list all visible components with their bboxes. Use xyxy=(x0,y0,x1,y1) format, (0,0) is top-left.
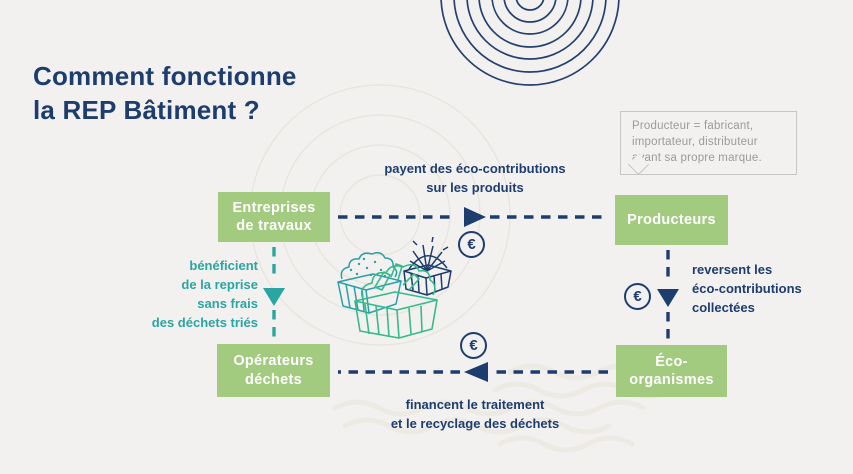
arrow-left-down xyxy=(263,247,285,340)
node-label-line: déchets xyxy=(245,371,302,388)
producer-definition-tooltip: Producteur = fabricant, importateur, dis… xyxy=(620,111,797,175)
arrowhead-down-icon xyxy=(657,289,679,307)
flow-label-line: bénéficient xyxy=(189,258,258,273)
planks-skip-icon xyxy=(354,263,438,339)
arrow-right-down xyxy=(657,250,679,341)
euro-symbol: € xyxy=(467,236,476,253)
euro-icon: € xyxy=(624,283,651,310)
flow-label-line: sur les produits xyxy=(426,179,524,195)
rubble-skip-icon xyxy=(337,251,402,314)
page-title: Comment fonctionne la REP Bâtiment ? xyxy=(33,60,297,128)
node-label-line: Producteurs xyxy=(627,211,716,228)
flow-label-payent: payent des éco-contributions sur les pro… xyxy=(345,160,605,198)
arrow-top-right xyxy=(338,207,607,227)
flow-label-line: éco-contributions xyxy=(692,280,802,296)
flow-label-line: collectées xyxy=(692,299,755,315)
flow-label-reversent: reversent les éco-contributions collecté… xyxy=(692,261,802,318)
page-title-line1: Comment fonctionne xyxy=(33,61,297,91)
flow-label-line: financent le traitement xyxy=(405,397,545,412)
flow-label-beneficient: bénéficient de la reprise sans frais des… xyxy=(118,257,258,332)
flow-label-line: de la reprise xyxy=(181,276,258,292)
node-label-line: organismes xyxy=(629,372,714,388)
waste-containers-illustration xyxy=(337,237,452,339)
node-operateurs-dechets: Opérateurs déchets xyxy=(217,344,330,397)
node-producteurs: Producteurs xyxy=(615,195,728,245)
producer-definition-text: Producteur = fabricant, importateur, dis… xyxy=(632,120,762,164)
page-title-line2: la REP Bâtiment ? xyxy=(33,94,260,125)
flow-label-line: sans frais xyxy=(197,295,258,311)
flow-label-line: payent des éco-contributions xyxy=(384,161,566,176)
arrow-bottom-left xyxy=(338,362,608,382)
flow-label-line: des déchets triés xyxy=(151,314,258,330)
arrowhead-right-icon xyxy=(464,207,486,227)
euro-symbol: € xyxy=(469,337,478,354)
euro-icon: € xyxy=(458,231,485,258)
node-label-line: Éco- xyxy=(655,353,688,370)
arrowhead-left-icon xyxy=(464,362,488,382)
arrowhead-down-teal-icon xyxy=(263,288,285,306)
node-label-line: Entreprises xyxy=(232,199,316,216)
branches-skip-icon xyxy=(403,237,452,296)
concentric-circles-decoration xyxy=(440,0,620,86)
euro-icon: € xyxy=(460,332,487,359)
node-eco-organismes: Éco- organismes xyxy=(616,345,727,397)
flow-label-financent: financent le traitement et le recyclage … xyxy=(345,396,605,434)
flow-label-line: et le recyclage des déchets xyxy=(390,415,560,431)
flow-label-line: reversent les xyxy=(692,262,773,277)
node-entreprises-de-travaux: Entreprises de travaux xyxy=(218,192,330,242)
node-label-line: de travaux xyxy=(236,218,312,234)
euro-symbol: € xyxy=(633,288,642,305)
node-label-line: Opérateurs xyxy=(233,353,314,370)
